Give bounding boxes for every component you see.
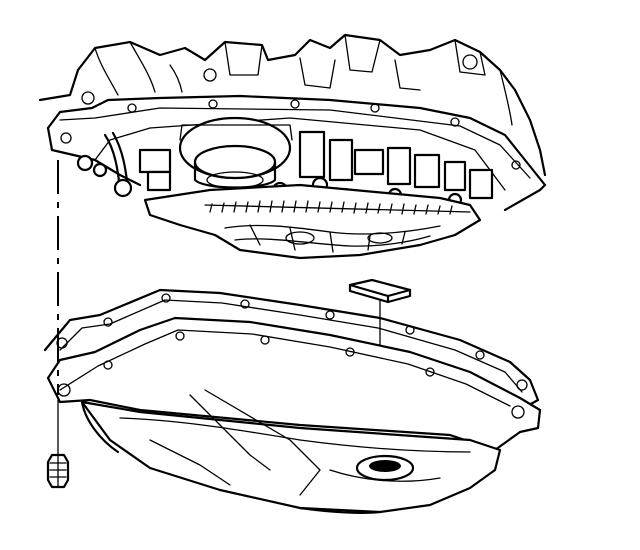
oil-pan: [46, 316, 542, 514]
valve-body: [76, 116, 506, 260]
pan-bolt: [46, 160, 70, 489]
transmission-case: [38, 33, 547, 212]
pan-gasket: [43, 288, 540, 412]
